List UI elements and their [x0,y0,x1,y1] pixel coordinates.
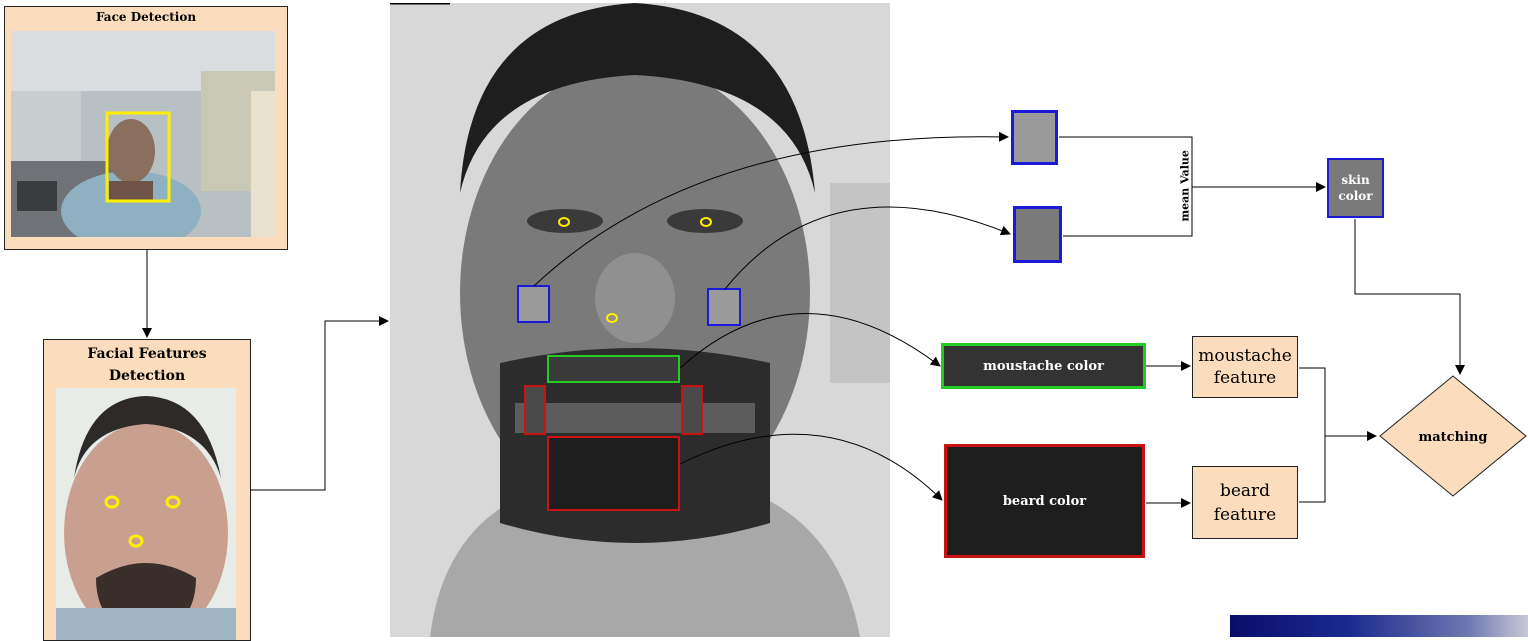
moustache-color-label: moustache color [983,358,1104,374]
moustache-region [547,355,680,383]
nose-marker-large [606,313,618,323]
arrow-features-to-face [250,316,389,491]
skin-color-label-line1: skin [1341,173,1370,187]
moustache-feature-label-line1: moustache [1198,346,1292,366]
face-closeup [56,388,236,640]
mean-bracket [1059,136,1193,237]
left-eye-marker-large [558,217,570,227]
grayscale-face [390,3,890,637]
beard-color-label: beard color [1002,493,1087,509]
face-detection-panel: Face Detection [4,6,288,250]
face-detection-title: Face Detection [95,10,197,24]
right-skin-sample-node [1013,206,1062,263]
facial-features-title-line2: Detection [108,368,186,384]
face-bounding-box [105,111,171,203]
right-cheek-sample [707,288,741,326]
starfield-image-fragment [1230,615,1528,637]
face-closeup-photo [56,388,236,640]
moustache-color-node: moustache color [941,343,1146,389]
beard-feature-node: beard feature [1192,466,1298,539]
matching-label: matching [1418,429,1488,445]
facial-features-panel: Facial Features Detection [43,339,251,641]
mean-value-label: mean Value [1178,150,1192,222]
moustache-feature-node: moustache feature [1192,336,1298,398]
right-beard-side-region [681,385,703,435]
beard-feature-label-line2: feature [1213,504,1277,525]
skin-color-label-line2: color [1338,189,1373,203]
right-eye-marker [165,495,181,509]
skin-color-node: skin color [1327,158,1384,218]
grayscale-face-photo [390,3,890,637]
arrow-skin-to-matching [1354,219,1465,375]
left-eye-marker [104,495,120,509]
right-eye-marker-large [700,217,712,227]
features-bracket [1299,367,1326,503]
beard-color-node: beard color [944,444,1145,558]
arrow-beard [679,433,943,501]
left-cheek-sample [517,285,550,323]
arrow-right-cheek [724,206,1011,290]
left-beard-side-region [524,385,546,435]
beard-feature-label-line1: beard [1219,480,1271,501]
arrow-moustache [679,313,941,369]
office-photo [11,31,275,237]
left-skin-sample-node [1011,110,1058,165]
facial-features-title-line1: Facial Features [87,346,207,362]
nose-marker [128,534,144,548]
office-scene [11,31,275,237]
moustache-feature-label-line2: feature [1213,368,1277,388]
chin-beard-region [547,436,680,511]
matching-diamond [1379,375,1527,497]
arrow-left-cheek [533,131,1009,287]
